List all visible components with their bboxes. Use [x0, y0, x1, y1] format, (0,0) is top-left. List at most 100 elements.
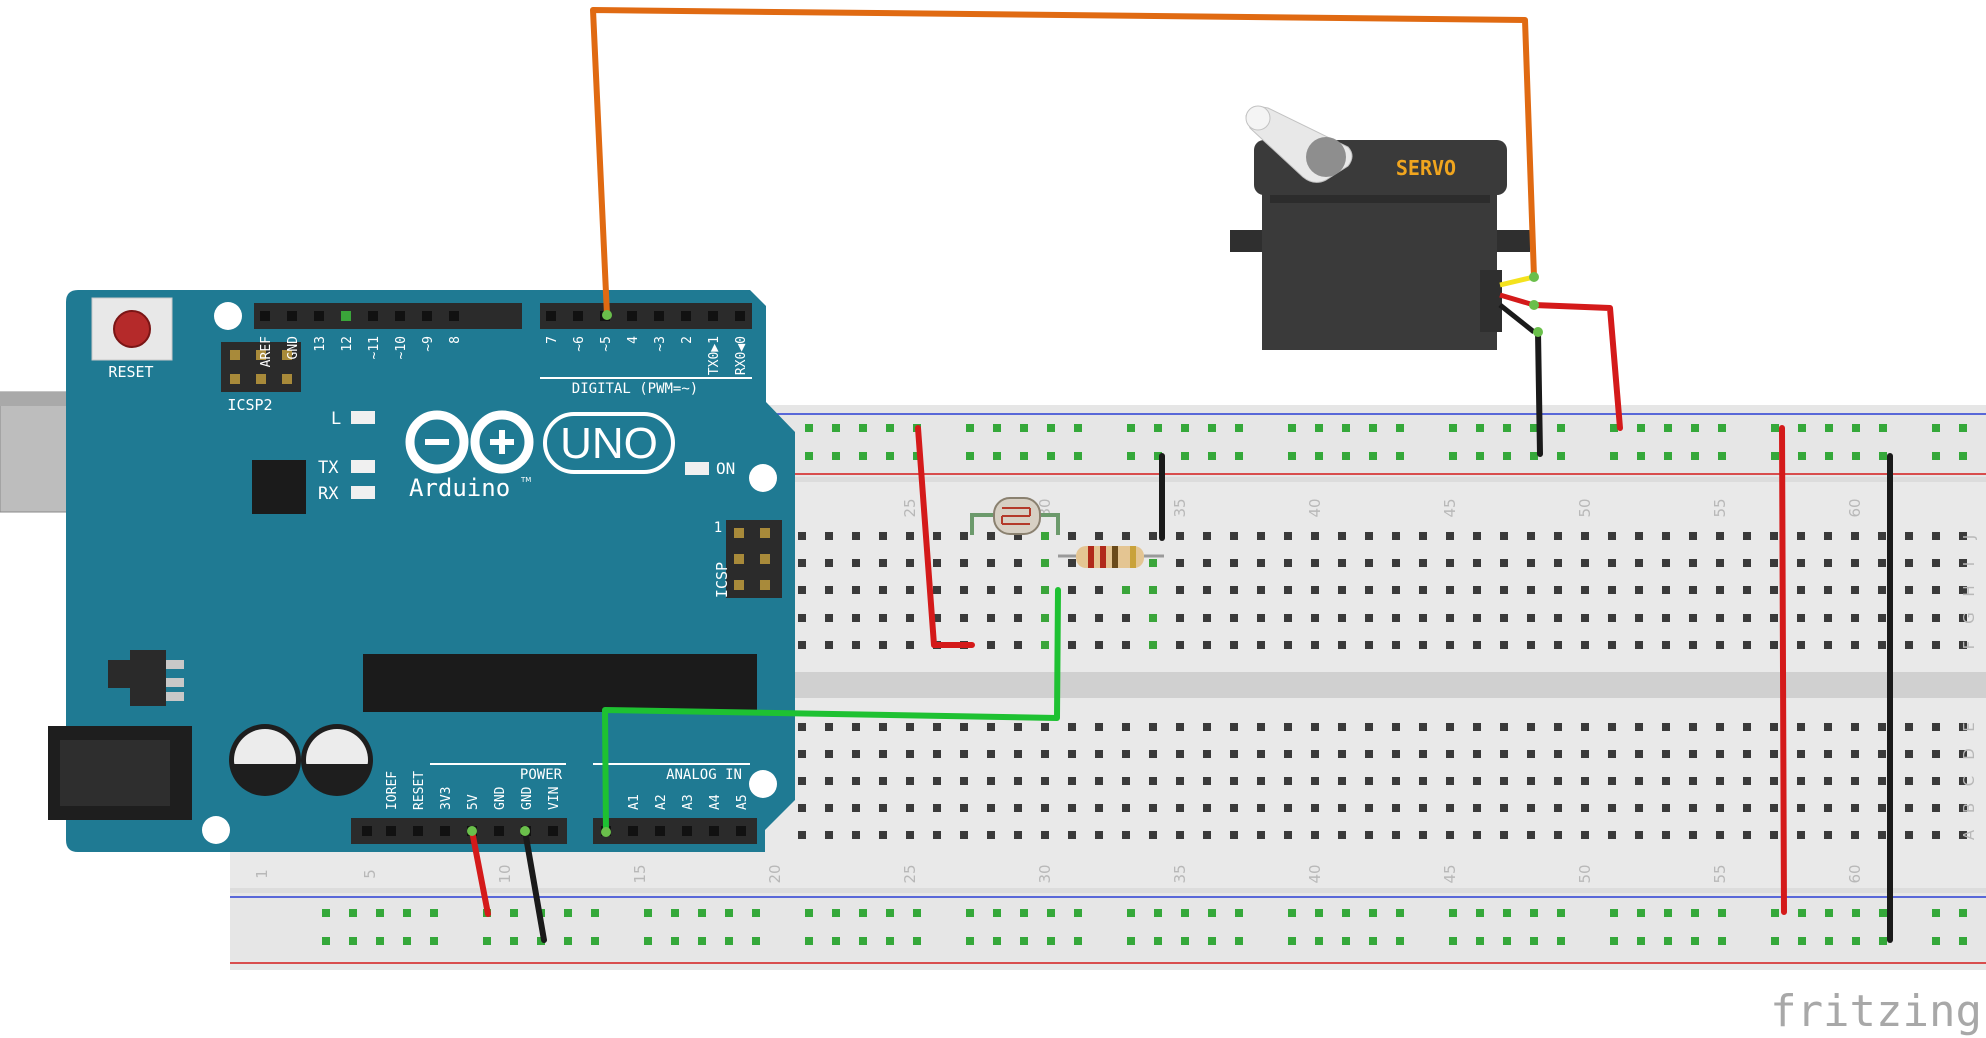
- rail-hole[interactable]: [859, 424, 867, 432]
- breadboard-hole[interactable]: [1851, 723, 1859, 731]
- breadboard-hole[interactable]: [1662, 831, 1670, 839]
- breadboard-hole[interactable]: [798, 777, 806, 785]
- breadboard-hole[interactable]: [1230, 804, 1238, 812]
- rail-hole[interactable]: [403, 909, 411, 917]
- breadboard-hole[interactable]: [1257, 614, 1265, 622]
- breadboard-hole[interactable]: [1581, 586, 1589, 594]
- breadboard-hole[interactable]: [1392, 750, 1400, 758]
- breadboard-hole[interactable]: [1716, 750, 1724, 758]
- rail-hole[interactable]: [483, 937, 491, 945]
- breadboard-hole[interactable]: [960, 831, 968, 839]
- breadboard-hole[interactable]: [1122, 614, 1130, 622]
- breadboard-hole[interactable]: [1716, 723, 1724, 731]
- breadboard-hole[interactable]: [1419, 614, 1427, 622]
- breadboard-hole[interactable]: [933, 804, 941, 812]
- rail-hole[interactable]: [1718, 452, 1726, 460]
- digital-pin-socket[interactable]: [314, 311, 324, 321]
- breadboard-hole[interactable]: [1689, 532, 1697, 540]
- breadboard-hole[interactable]: [1365, 586, 1373, 594]
- rail-hole[interactable]: [1181, 909, 1189, 917]
- breadboard-hole[interactable]: [1311, 804, 1319, 812]
- rail-hole[interactable]: [1610, 424, 1618, 432]
- breadboard-hole[interactable]: [1932, 723, 1940, 731]
- breadboard-hole[interactable]: [1419, 750, 1427, 758]
- breadboard-hole[interactable]: [1095, 831, 1103, 839]
- rail-hole[interactable]: [886, 909, 894, 917]
- rail-hole[interactable]: [725, 937, 733, 945]
- breadboard-hole[interactable]: [906, 750, 914, 758]
- breadboard-hole[interactable]: [1743, 532, 1751, 540]
- digital-pin-socket[interactable]: [627, 311, 637, 321]
- breadboard-hole[interactable]: [1851, 586, 1859, 594]
- breadboard-hole[interactable]: [1068, 804, 1076, 812]
- breadboard-hole[interactable]: [987, 723, 995, 731]
- digital-pin-socket[interactable]: [260, 311, 270, 321]
- breadboard-hole[interactable]: [1419, 559, 1427, 567]
- breadboard-hole[interactable]: [1527, 750, 1535, 758]
- breadboard-hole[interactable]: [1797, 586, 1805, 594]
- breadboard-hole[interactable]: [1446, 750, 1454, 758]
- rail-hole[interactable]: [1825, 937, 1833, 945]
- breadboard-hole[interactable]: [933, 559, 941, 567]
- breadboard-hole[interactable]: [1770, 777, 1778, 785]
- rail-hole[interactable]: [913, 909, 921, 917]
- breadboard-hole[interactable]: [1527, 614, 1535, 622]
- breadboard-hole[interactable]: [1338, 559, 1346, 567]
- breadboard-hole[interactable]: [1500, 614, 1508, 622]
- breadboard-hole[interactable]: [1581, 804, 1589, 812]
- breadboard-hole[interactable]: [825, 723, 833, 731]
- rail-hole[interactable]: [1879, 909, 1887, 917]
- breadboard-hole[interactable]: [1446, 641, 1454, 649]
- rail-hole[interactable]: [1208, 452, 1216, 460]
- breadboard-hole[interactable]: [1095, 586, 1103, 594]
- breadboard-hole[interactable]: [1311, 586, 1319, 594]
- rail-hole[interactable]: [1637, 452, 1645, 460]
- breadboard-hole[interactable]: [1581, 777, 1589, 785]
- breadboard-hole[interactable]: [1122, 804, 1130, 812]
- rail-hole[interactable]: [644, 937, 652, 945]
- breadboard-hole[interactable]: [1068, 750, 1076, 758]
- rail-hole[interactable]: [510, 937, 518, 945]
- breadboard-hole[interactable]: [1284, 777, 1292, 785]
- breadboard-hole[interactable]: [825, 532, 833, 540]
- reset-button-cap[interactable]: [113, 310, 151, 348]
- rail-hole[interactable]: [886, 452, 894, 460]
- rail-hole[interactable]: [1825, 452, 1833, 460]
- rail-hole[interactable]: [1637, 909, 1645, 917]
- rail-hole[interactable]: [1154, 937, 1162, 945]
- breadboard-hole[interactable]: [1473, 723, 1481, 731]
- breadboard-hole[interactable]: [906, 586, 914, 594]
- rail-hole[interactable]: [913, 937, 921, 945]
- rail-hole[interactable]: [1557, 937, 1565, 945]
- rail-hole[interactable]: [725, 909, 733, 917]
- breadboard-hole[interactable]: [1554, 614, 1562, 622]
- breadboard-hole[interactable]: [1014, 750, 1022, 758]
- breadboard-hole[interactable]: [960, 614, 968, 622]
- breadboard-hole[interactable]: [960, 532, 968, 540]
- breadboard-hole[interactable]: [825, 777, 833, 785]
- breadboard-hole[interactable]: [1689, 750, 1697, 758]
- breadboard-hole[interactable]: [798, 532, 806, 540]
- rail-hole[interactable]: [1852, 452, 1860, 460]
- breadboard-hole[interactable]: [1905, 641, 1913, 649]
- breadboard-hole[interactable]: [1176, 750, 1184, 758]
- rail-hole[interactable]: [1610, 937, 1618, 945]
- breadboard-hole[interactable]: [1527, 804, 1535, 812]
- rail-hole[interactable]: [1476, 424, 1484, 432]
- breadboard-hole[interactable]: [1635, 614, 1643, 622]
- breadboard-hole[interactable]: [852, 723, 860, 731]
- breadboard-hole[interactable]: [1500, 831, 1508, 839]
- breadboard-hole[interactable]: [1176, 831, 1184, 839]
- breadboard-hole[interactable]: [987, 750, 995, 758]
- breadboard-hole[interactable]: [1662, 723, 1670, 731]
- rail-hole[interactable]: [376, 909, 384, 917]
- breadboard-hole[interactable]: [852, 777, 860, 785]
- breadboard-hole[interactable]: [1176, 614, 1184, 622]
- breadboard-hole[interactable]: [879, 641, 887, 649]
- breadboard-hole[interactable]: [1095, 804, 1103, 812]
- breadboard-hole[interactable]: [1554, 641, 1562, 649]
- breadboard-hole[interactable]: [1284, 586, 1292, 594]
- breadboard-hole[interactable]: [1149, 586, 1157, 594]
- breadboard-hole[interactable]: [1203, 532, 1211, 540]
- breadboard-hole[interactable]: [879, 532, 887, 540]
